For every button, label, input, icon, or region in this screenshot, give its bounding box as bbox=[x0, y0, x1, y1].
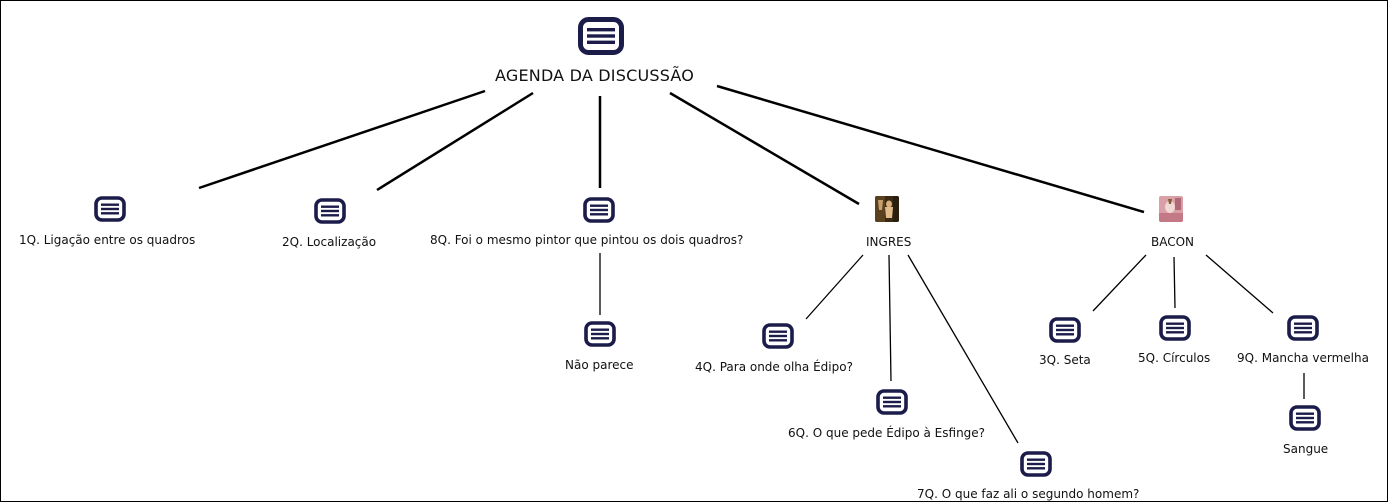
note-icon[interactable] bbox=[1287, 315, 1319, 341]
note-icon[interactable] bbox=[762, 323, 794, 349]
note-icon[interactable] bbox=[583, 197, 615, 223]
topic-label-bacon[interactable]: BACON bbox=[1151, 235, 1195, 249]
note-icon[interactable] bbox=[314, 198, 346, 224]
topic-label-1q[interactable]: 1Q. Ligação entre os quadros bbox=[19, 233, 196, 247]
note-icon[interactable] bbox=[584, 321, 616, 347]
link-root-q2 bbox=[376, 91, 534, 192]
topic-label-9q[interactable]: 9Q. Mancha vermelha bbox=[1237, 351, 1369, 365]
note-icon[interactable] bbox=[94, 196, 126, 222]
link-bacon-q9 bbox=[1205, 254, 1274, 314]
note-icon[interactable] bbox=[1159, 315, 1191, 341]
note-icon[interactable] bbox=[1049, 317, 1081, 343]
ingres-painting-thumbnail[interactable] bbox=[875, 196, 899, 222]
link-ingres-q4 bbox=[805, 254, 864, 320]
topic-label-8q[interactable]: 8Q. Foi o mesmo pintor que pintou os doi… bbox=[430, 233, 744, 247]
note-icon[interactable] bbox=[1020, 451, 1052, 477]
topic-label-sangue[interactable]: Sangue bbox=[1283, 442, 1329, 456]
root-label[interactable]: AGENDA DA DISCUSSÃO bbox=[495, 66, 695, 85]
link-bacon-q5 bbox=[1173, 256, 1176, 309]
topic-label-nao-parece[interactable]: Não parece bbox=[565, 358, 634, 372]
topic-label-5q[interactable]: 5Q. Círculos bbox=[1138, 351, 1211, 365]
link-ingres-q6 bbox=[888, 254, 892, 382]
topic-label-2q[interactable]: 2Q. Localização bbox=[282, 235, 377, 249]
note-icon[interactable] bbox=[876, 389, 908, 415]
root-note-icon[interactable] bbox=[578, 17, 624, 55]
link-bacon-q3 bbox=[1092, 254, 1147, 312]
link-root-bacon bbox=[716, 84, 1145, 214]
link-root-ingres bbox=[669, 91, 860, 206]
link-root-q1 bbox=[198, 89, 486, 190]
bacon-painting-thumbnail[interactable] bbox=[1159, 196, 1183, 222]
topic-label-6q[interactable]: 6Q. O que pede Édipo à Esfinge? bbox=[788, 426, 986, 440]
topic-label-3q[interactable]: 3Q. Seta bbox=[1039, 353, 1091, 367]
link-ingres-q7 bbox=[907, 254, 1019, 444]
topic-label-4q[interactable]: 4Q. Para onde olha Édipo? bbox=[695, 360, 853, 374]
note-icon[interactable] bbox=[1289, 405, 1321, 431]
topic-label-ingres[interactable]: INGRES bbox=[866, 235, 912, 249]
topic-label-7q[interactable]: 7Q. O que faz ali o segundo homem? bbox=[917, 487, 1140, 501]
